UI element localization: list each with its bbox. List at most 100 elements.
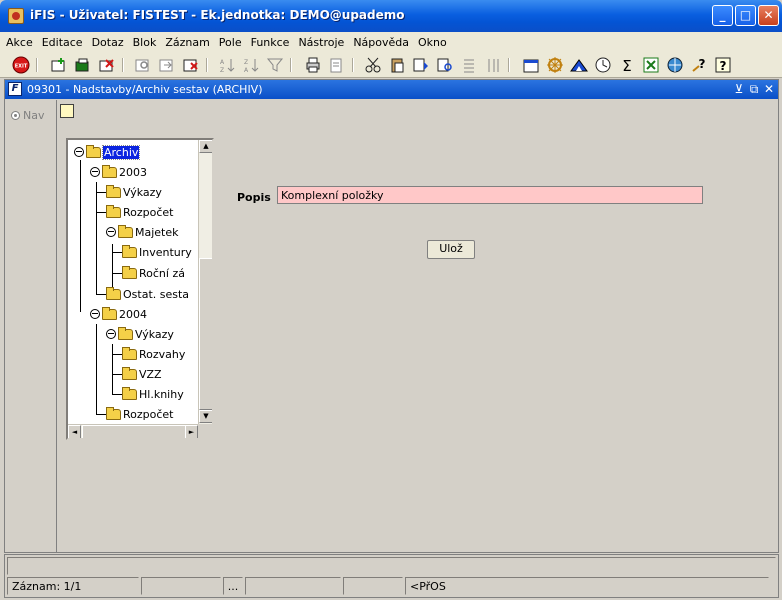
nav-radio[interactable] [11, 111, 20, 120]
sort-desc-icon[interactable]: ZA [242, 56, 260, 74]
help-icon[interactable]: ? [714, 56, 732, 74]
tree-node-rozvahy[interactable]: Rozvahy [122, 346, 185, 362]
paste-icon[interactable] [388, 56, 406, 74]
menu-okno[interactable]: Okno [418, 35, 447, 49]
tree-node-label: VZZ [139, 367, 162, 381]
menu-zaznam[interactable]: Záznam [165, 35, 210, 49]
folder-icon [106, 286, 121, 300]
window-title-bar[interactable]: iFIS - Uživatel: FISTEST - Ek.jednotka: … [0, 0, 782, 32]
tree-line [96, 212, 106, 213]
wheel-icon[interactable] [546, 56, 564, 74]
menu-dotaz[interactable]: Dotaz [91, 35, 124, 49]
tree-line [112, 374, 122, 375]
menu-editace[interactable]: Editace [41, 35, 83, 49]
tree-vertical-scrollbar[interactable]: ▲ ▼ [198, 140, 212, 424]
tree-node-label: 2004 [119, 307, 147, 321]
child-minimize-icon[interactable]: ⊻ [734, 82, 744, 96]
collapse-icon[interactable] [106, 329, 116, 339]
folder-icon [122, 265, 137, 279]
collapse-icon[interactable] [90, 309, 100, 319]
menu-napoveda[interactable]: Nápověda [353, 35, 409, 49]
menu-pole[interactable]: Pole [218, 35, 242, 49]
scroll-up-icon[interactable]: ▲ [199, 140, 212, 153]
archive-tree[interactable]: Archiv 2003 Výkazy Rozpočet Majetek [66, 138, 214, 440]
cut-icon[interactable] [364, 56, 382, 74]
print-preview-icon[interactable] [328, 56, 346, 74]
svg-text:Z: Z [244, 59, 248, 66]
tree-node-hl-knihy[interactable]: Hl.knihy [122, 386, 184, 402]
child-window-title: 09301 - Nadstavby/Archiv sestav (ARCHIV) [27, 83, 263, 96]
tree-line [96, 294, 106, 295]
maximize-button[interactable]: □ [735, 5, 756, 26]
popis-input[interactable] [277, 186, 703, 204]
tree-node-vykazy-2004[interactable]: Výkazy [106, 326, 174, 342]
tree-horizontal-scrollbar[interactable]: ◄ ► [68, 424, 198, 438]
save-record-icon[interactable] [74, 56, 92, 74]
status-cell-4 [245, 577, 341, 595]
folder-icon [122, 346, 137, 360]
tree-node-2004[interactable]: 2004 [90, 306, 147, 322]
tree-node-archiv[interactable]: Archiv [74, 144, 141, 160]
list-icon[interactable] [460, 56, 478, 74]
minimize-button[interactable]: _ [712, 5, 733, 26]
exit-icon[interactable]: EXIT [12, 56, 30, 74]
help-query-icon[interactable]: ? [690, 56, 708, 74]
tree-node-label: Majetek [135, 225, 179, 239]
folder-icon [106, 406, 121, 420]
tree-node-majetek[interactable]: Majetek [106, 224, 179, 240]
enter-query-icon[interactable] [134, 56, 152, 74]
exit-icon-label: EXIT [15, 64, 28, 70]
scroll-thumb[interactable] [199, 258, 212, 410]
status-record: Záznam: 1/1 [7, 577, 139, 595]
print-icon[interactable] [304, 56, 322, 74]
lov-icon[interactable] [412, 56, 430, 74]
tree-node-vzz[interactable]: VZZ [122, 366, 162, 382]
calendar-icon[interactable] [522, 56, 540, 74]
child-close-icon[interactable]: ✕ [763, 82, 775, 96]
child-restore-icon[interactable]: ⧉ [749, 82, 759, 96]
menu-funkce[interactable]: Funkce [250, 35, 290, 49]
filter-icon[interactable] [266, 56, 284, 74]
clock-icon[interactable] [594, 56, 612, 74]
menu-akce[interactable]: Akce [6, 35, 33, 49]
collapse-icon[interactable] [90, 167, 100, 177]
close-button[interactable]: ✕ [758, 5, 779, 26]
scroll-thumb[interactable] [82, 425, 192, 438]
tree-node-rozpocet[interactable]: Rozpočet [106, 204, 174, 220]
status-cell-2 [141, 577, 221, 595]
toolbar-separator [290, 58, 292, 72]
execute-query-icon[interactable] [158, 56, 176, 74]
chart-icon[interactable] [570, 56, 588, 74]
tree-node-2003[interactable]: 2003 [90, 164, 147, 180]
query-icon[interactable] [436, 56, 454, 74]
columns-icon[interactable] [484, 56, 502, 74]
insert-record-icon[interactable] [50, 56, 68, 74]
folder-open-icon [102, 306, 117, 320]
scroll-left-icon[interactable]: ◄ [68, 425, 81, 438]
cancel-query-icon[interactable] [182, 56, 200, 74]
tree-node-rozpocet-2004[interactable]: Rozpočet [106, 406, 174, 422]
tree-node-rocni[interactable]: Roční zá [122, 265, 185, 281]
svg-text:A: A [244, 67, 249, 74]
sort-asc-icon[interactable]: AZ [218, 56, 236, 74]
toolbar-separator [122, 58, 124, 72]
edit-small-icon[interactable] [60, 104, 74, 118]
scroll-down-icon[interactable]: ▼ [199, 410, 212, 423]
menu-nastroje[interactable]: Nástroje [298, 35, 345, 49]
tree-node-inventury[interactable]: Inventury [122, 244, 192, 260]
save-button[interactable]: Ulož [427, 240, 475, 259]
scroll-corner [198, 424, 212, 438]
menu-blok[interactable]: Blok [132, 35, 157, 49]
tree-node-vykazy[interactable]: Výkazy [106, 184, 162, 200]
excel-icon[interactable] [642, 56, 660, 74]
sum-icon[interactable]: Σ [618, 56, 636, 74]
toolbar-separator [352, 58, 354, 72]
tree-node-ostat-sestavy[interactable]: Ostat. sesta [106, 286, 189, 302]
scroll-right-icon[interactable]: ► [185, 425, 198, 438]
collapse-icon[interactable] [74, 147, 84, 157]
delete-record-icon[interactable] [98, 56, 116, 74]
child-title-bar[interactable]: F 09301 - Nadstavby/Archiv sestav (ARCHI… [5, 80, 778, 99]
collapse-icon[interactable] [106, 227, 116, 237]
web-icon[interactable] [666, 56, 684, 74]
